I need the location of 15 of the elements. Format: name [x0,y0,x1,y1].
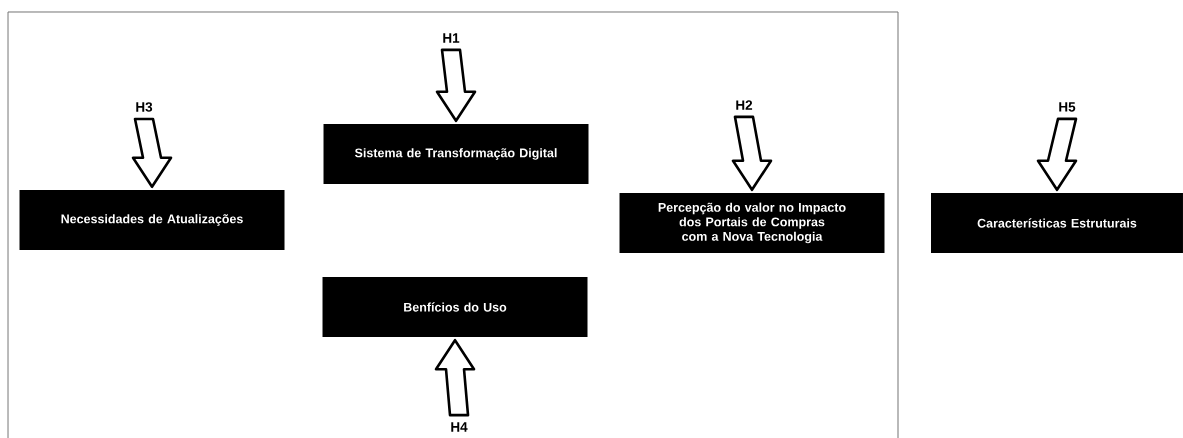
block-arrow [1036,117,1078,192]
hypothesis-label: H4 [451,422,468,432]
hypothesis-label: H2 [736,100,753,110]
process-box: Características Estruturais [931,193,1183,253]
process-box: Sistema de Transformação Digital [323,124,589,184]
hypothesis-label: H1 [443,33,460,43]
process-box: Percepção do valor no Impacto dos Portais de Compras com a Nova Tecnologia [619,193,885,253]
hypothesis-label: H3 [136,102,153,112]
process-box: Necessidades de Atualizações [19,190,285,250]
process-box: Benfícios do Uso [322,277,588,337]
block-arrow [731,115,773,192]
block-arrow [434,338,476,417]
block-arrow [435,48,477,123]
hypothesis-label: H5 [1059,102,1076,112]
block-arrow [131,117,173,189]
